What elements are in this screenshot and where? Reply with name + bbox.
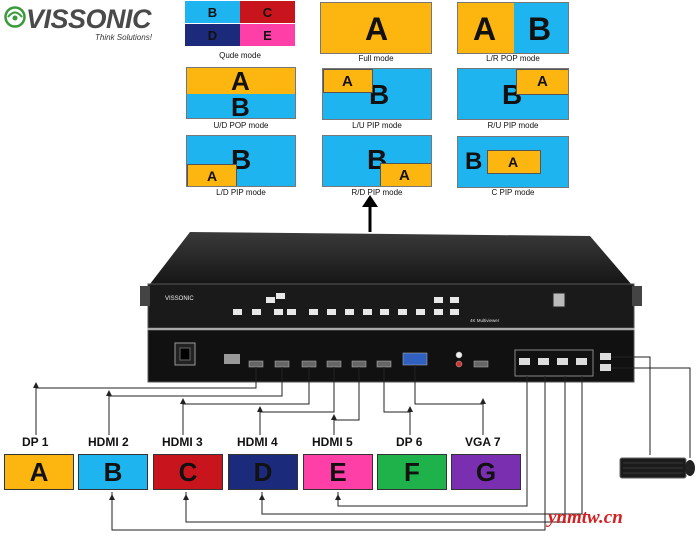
input-box-a: A (4, 454, 74, 490)
lr-letter-a: A (473, 11, 497, 47)
mode-label: Qude mode (219, 51, 261, 60)
input-box-f: F (377, 454, 447, 490)
mode-qude: B C D E (185, 1, 295, 47)
cable-arrows (33, 382, 486, 500)
lu-letter-a: A (342, 73, 353, 90)
c-letter-a: A (508, 154, 519, 170)
rack-ear-right (632, 286, 642, 306)
front-model-label: 4K Multiviewer (470, 318, 500, 323)
mode-label: L/U PIP mode (352, 121, 402, 130)
mode-lr-pop: A B (457, 2, 569, 54)
usb-ports (519, 353, 611, 371)
input-label-vga7: VGA 7 (465, 435, 501, 449)
ud-letter-a: A (231, 67, 250, 96)
input-box-d: D (228, 454, 298, 490)
front-brand-label: VISSONIC (165, 296, 194, 302)
logo-swirl-icon (4, 6, 26, 28)
watermark-text: ynmtw.cn (548, 507, 623, 528)
lr-letter-b: B (528, 11, 552, 47)
rear-video-ports (248, 351, 489, 368)
mode-label: L/D PIP mode (216, 188, 266, 197)
input-box-e: E (303, 454, 373, 490)
mode-label: C PIP mode (491, 188, 535, 197)
mode-lu-pip: B A (322, 68, 432, 120)
ld-letter-a: A (207, 168, 218, 184)
input-label-dp1: DP 1 (22, 435, 49, 449)
input-box-b: B (78, 454, 148, 490)
mode-label: L/R POP mode (486, 54, 540, 63)
front-buttons (233, 293, 459, 315)
mode-ru-pip: B A (457, 68, 569, 120)
mode-label: R/D PIP mode (351, 188, 403, 197)
mode-rd-pip: B A (322, 135, 432, 187)
ud-letter-b: B (231, 92, 250, 119)
input-box-g: G (451, 454, 521, 490)
input-label-hdmi5: HDMI 5 (312, 435, 353, 449)
input-label-hdmi2: HDMI 2 (88, 435, 129, 449)
mode-label: R/U PIP mode (487, 121, 539, 130)
mode-ld-pip: B A (186, 135, 296, 187)
rj45-port (224, 354, 240, 364)
ru-letter-a: A (537, 73, 548, 90)
mode-c-pip: B A (457, 136, 569, 188)
rack-ear-left (140, 286, 150, 306)
mouse-icon (685, 460, 695, 476)
full-letter-a: A (365, 11, 389, 47)
input-label-hdmi3: HDMI 3 (162, 435, 203, 449)
arrow-head-icon (362, 195, 378, 207)
quad-b: B (185, 1, 240, 23)
c-letter-b: B (465, 148, 483, 175)
mode-ud-pop: A B (186, 67, 296, 119)
quad-c: C (240, 1, 295, 23)
input-box-c: C (153, 454, 223, 490)
power-switch (552, 292, 566, 308)
device-top (150, 232, 632, 285)
input-cables (35, 356, 691, 531)
input-label-dp6: DP 6 (396, 435, 423, 449)
quad-e: E (240, 24, 295, 46)
quad-d: D (185, 24, 240, 46)
mode-label: Full mode (358, 54, 394, 63)
mode-label: U/D POP mode (213, 121, 269, 130)
logo-text: VISSONIC (26, 4, 152, 34)
lu-letter-b: B (369, 79, 390, 110)
logo-tagline: Think Solutions! (95, 33, 152, 42)
mode-full: A (320, 2, 432, 54)
rd-letter-a: A (399, 167, 410, 184)
input-label-hdmi4: HDMI 4 (237, 435, 278, 449)
